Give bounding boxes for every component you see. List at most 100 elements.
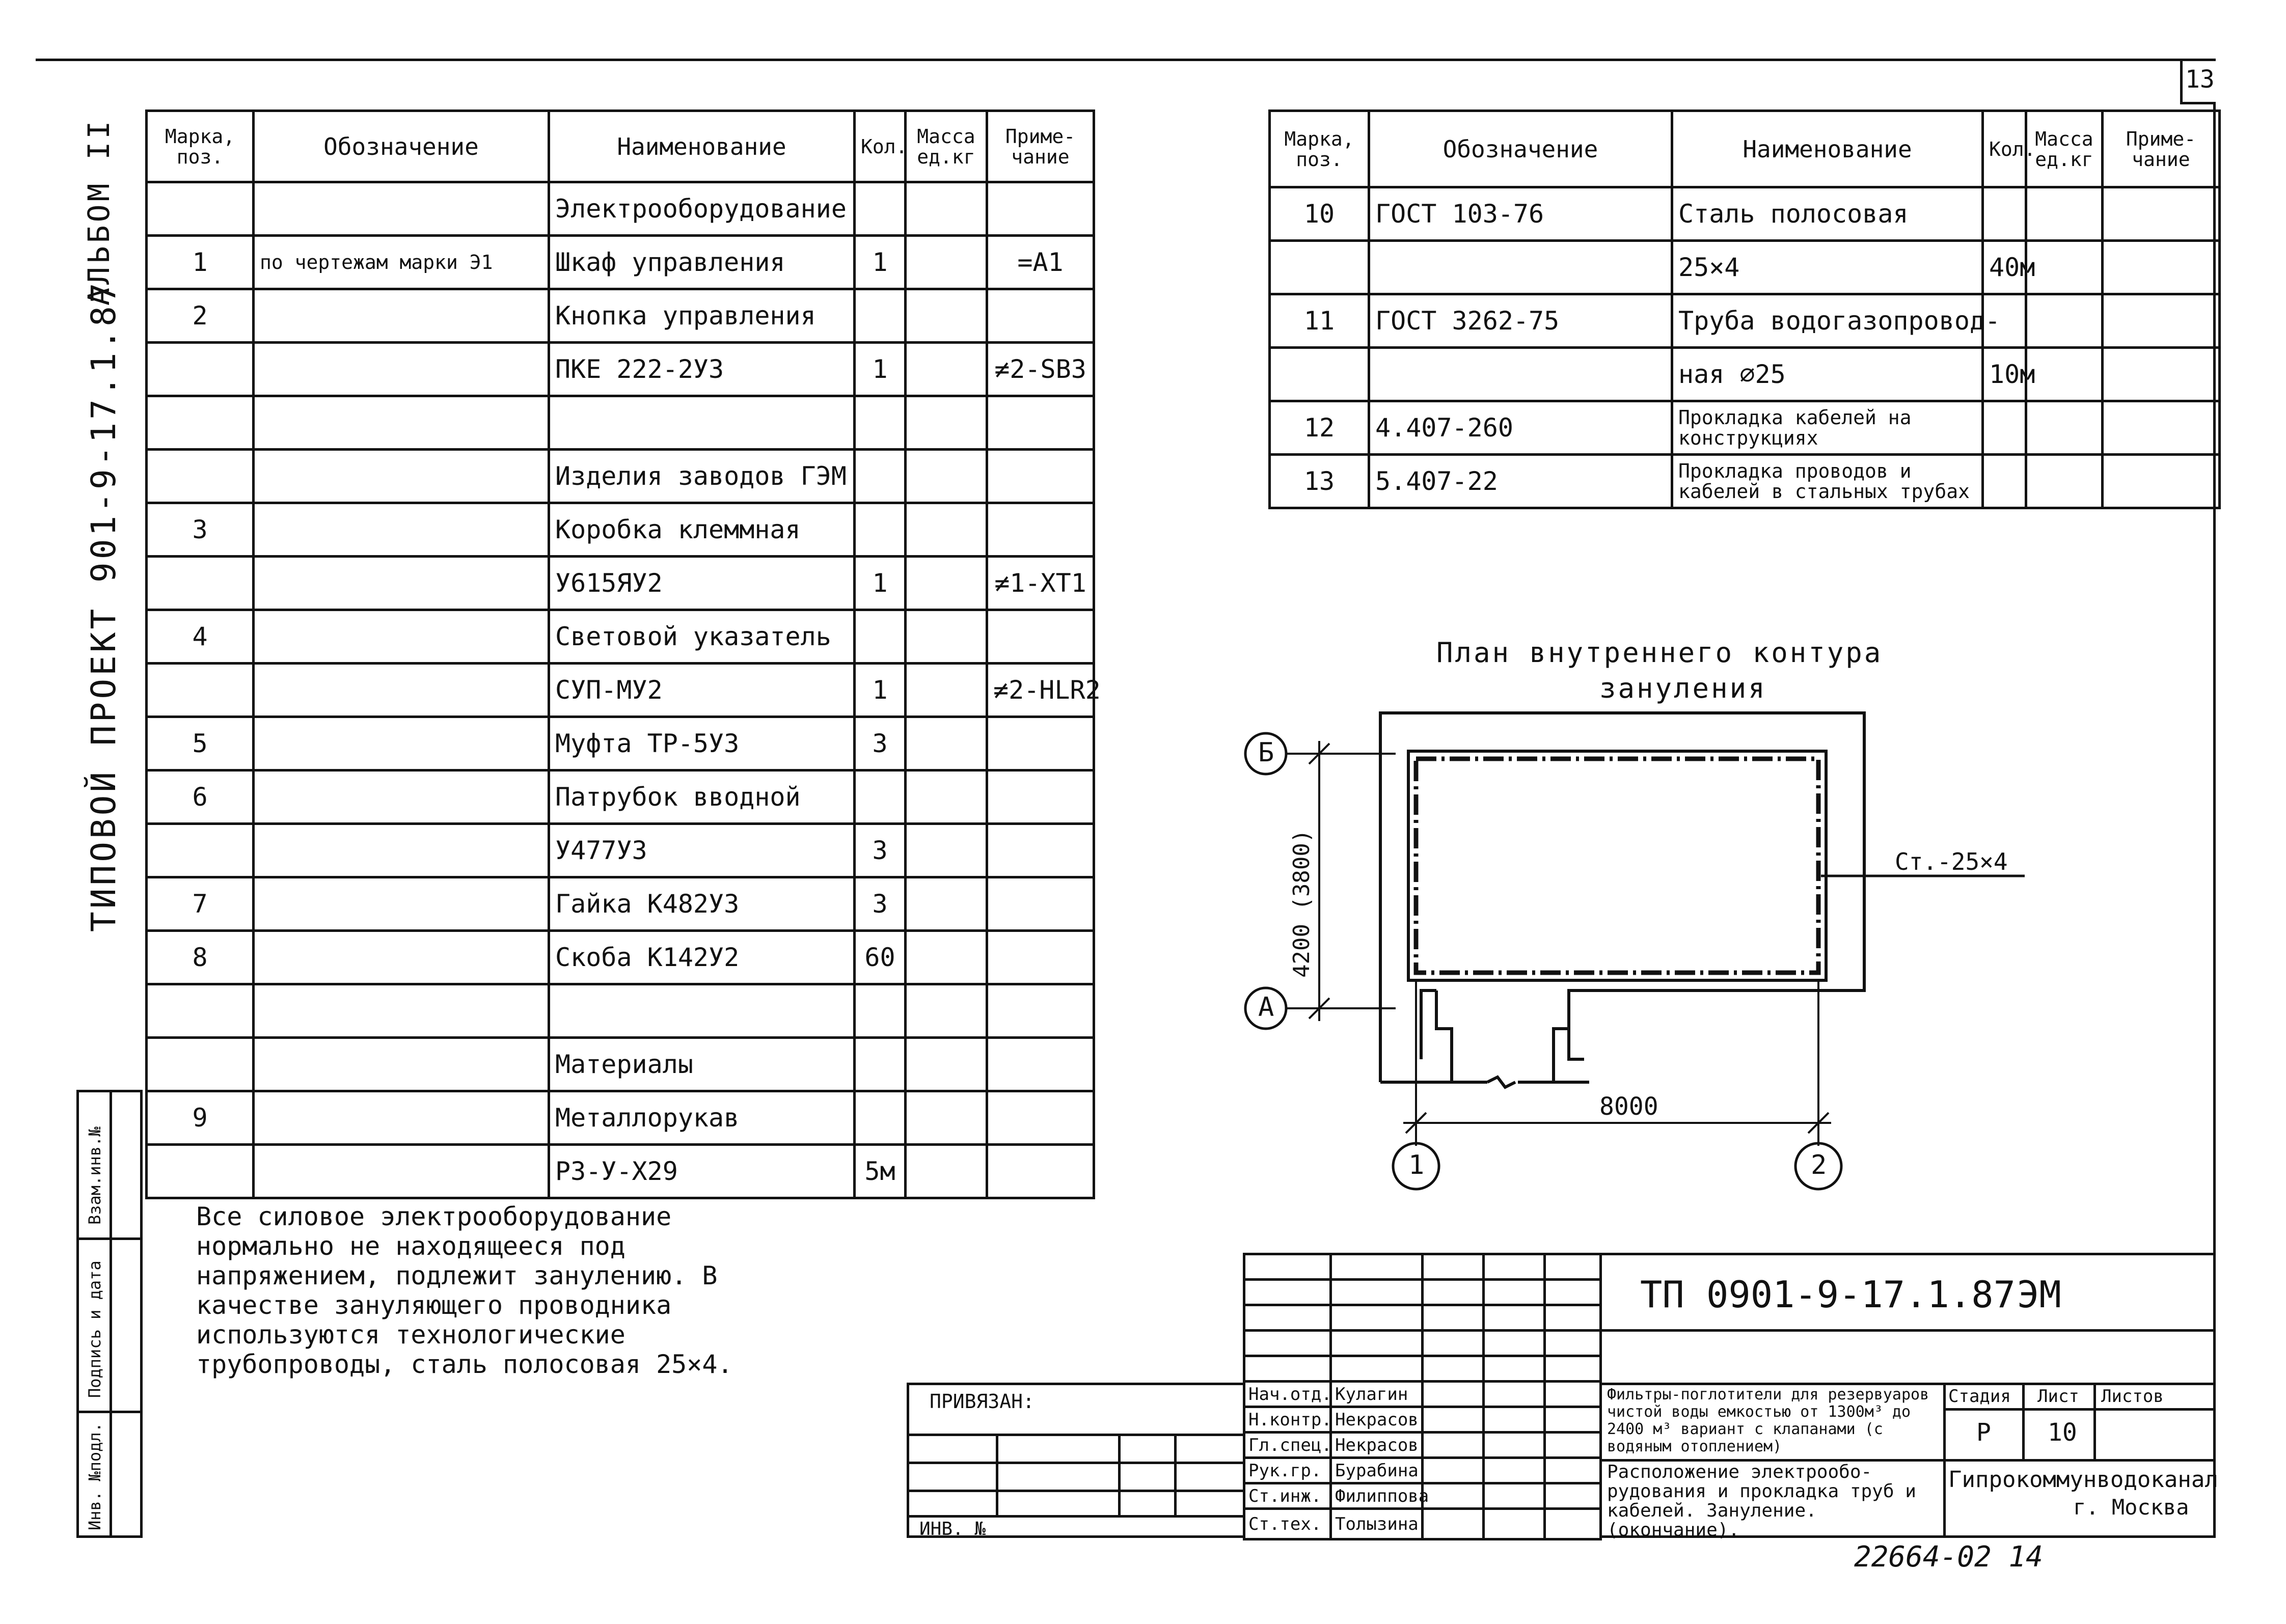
cell-mass [904,769,988,825]
table-row [145,395,1095,451]
cell-mark [145,983,255,1039]
signature-row: Ст.тех.Толызина [1243,1507,1602,1540]
extra-cell [1543,1431,1602,1459]
header-qty: Кол. [853,109,908,183]
dimension-horizontal: 8000 [1599,1092,1658,1121]
header-note: Приме- чание [986,109,1095,183]
signature-row: Нач.отд.Кулагин [1243,1380,1602,1408]
cell-qty: 1 [853,555,907,611]
extra-cell [1543,1329,1602,1357]
cell-mass [2025,239,2104,295]
extra-cell [1543,1380,1602,1408]
signature-cell [1421,1456,1485,1484]
cell-qty [853,395,907,451]
cell-name: ная ∅25 [1671,346,1984,402]
cell-name: ПКЕ 222-2У3 [548,341,856,397]
cell-mass [904,555,988,611]
cell-name: 25×4 [1671,239,1984,295]
role-cell [1243,1304,1332,1332]
header-designation: Обозначение [252,109,550,183]
date-cell [1482,1278,1546,1306]
cell-mark [145,448,255,504]
cell-mark: 2 [145,288,255,344]
cell-note [986,502,1095,558]
dimension-vertical: 4200 (3800) [1289,829,1315,978]
axis-b-label: Б [1258,737,1274,768]
cell-designation: 5.407-22 [1368,453,1673,509]
cell-note [986,983,1095,1039]
drawing-code: ТП 0901-9-17.1.87 [1640,1273,2016,1316]
cell-designation: ГОСТ 103-76 [1368,186,1673,242]
signature-row: Н.контр.Некрасов [1243,1406,1602,1434]
steel-label: Ст.-25×4 [1895,848,2008,875]
cell-mass [904,341,988,397]
cell-note: ≠2-HLR2 [986,662,1101,718]
role-cell: Нач.отд. [1243,1380,1332,1408]
cell-mark [145,555,255,611]
plan-title-line1: План внутреннего контура [1436,637,1883,669]
cell-qty [1981,453,2027,509]
cell-name: СУП-МУ2 [548,662,856,718]
cell-mark: 12 [1268,400,1370,456]
privyazan-label: ПРИВЯЗАН: [930,1390,1035,1413]
name-cell [1329,1329,1424,1357]
cell-note [986,181,1095,237]
cell-qty [853,1090,907,1146]
cell-name: Шкаф управления [548,234,856,290]
name-cell: Кулагин [1329,1380,1424,1408]
cell-designation [252,395,550,451]
cell-mass [904,234,988,290]
sheet-number-box-left [2180,59,2183,104]
cell-name: Изделия заводов ГЭМ [548,448,856,504]
header-name: Наименование [1671,109,1984,188]
cell-mass [904,1036,988,1092]
table-row: Материалы [145,1036,1095,1092]
role-cell: Н.контр. [1243,1406,1332,1434]
extra-cell [1543,1456,1602,1484]
cell-note [2101,239,2221,295]
cell-mark [145,1143,255,1199]
date-cell [1482,1329,1546,1357]
extra-cell [1543,1355,1602,1383]
cell-mass [904,609,988,665]
cell-designation: по чертежам марки Э1 [252,234,550,290]
date-cell [1482,1380,1546,1408]
cell-name: Прокладка проводов и кабелей в стальных … [1671,453,1984,509]
header-mark: Марка, поз. [145,109,255,183]
cell-name [548,983,856,1039]
sheet-value: 10 [2048,1418,2077,1447]
cell-note [986,876,1095,932]
cell-qty [853,502,907,558]
cell-designation [252,341,550,397]
cell-name: Гайка К482У3 [548,876,856,932]
cell-qty: 60 [853,929,907,985]
stage-label: Стадия [1948,1386,2011,1407]
cell-designation [1368,346,1673,402]
cell-note [986,1090,1095,1146]
cell-note [986,715,1095,772]
cell-designation [252,1143,550,1199]
cell-mark [145,822,255,878]
cell-designation [1368,239,1673,295]
cell-designation [252,609,550,665]
date-cell [1482,1253,1546,1281]
grounding-note: Все силовое электрооборудование нормальн… [196,1202,733,1379]
cell-mass [904,1090,988,1146]
cell-note [2101,186,2221,242]
plan-title-line2: зануления [1599,672,1767,704]
cell-mark [145,662,255,718]
cell-qty: 1 [853,234,907,290]
name-cell: Толызина [1329,1507,1424,1540]
cell-designation: 4.407-260 [1368,400,1673,456]
